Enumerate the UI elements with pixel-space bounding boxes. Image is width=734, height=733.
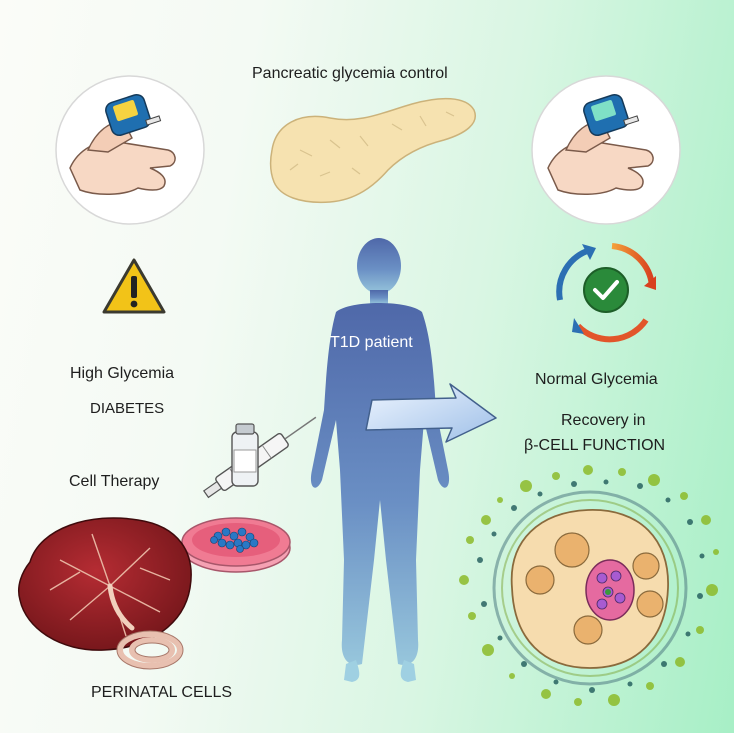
recovery-label-line2: β-CELL FUNCTION: [524, 437, 666, 454]
recovery-label-line1: Recovery in: [561, 412, 646, 429]
diabetes-label: DIABETES: [90, 400, 165, 417]
recovery-cycle-icon: [556, 243, 656, 343]
cell-therapy-label: Cell Therapy: [69, 473, 160, 490]
patient-label: T1D patient: [330, 334, 413, 351]
flow-arrow: [365, 383, 497, 443]
title-label: Pancreatic glycemia control: [252, 65, 448, 82]
glucometer-right-icon: [531, 75, 681, 225]
normal-glycemia-label: Normal Glycemia: [535, 371, 658, 388]
petri-dish-icon: [181, 517, 291, 573]
warning-icon: [102, 258, 166, 314]
perinatal-cells-label: PERINATAL CELLS: [91, 684, 233, 701]
patient-silhouette: [310, 238, 450, 682]
syringe-icon: [202, 416, 317, 499]
pancreas-icon: [269, 97, 476, 204]
placenta-icon: [18, 517, 192, 670]
glucometer-left-icon: [55, 75, 205, 225]
high-glycemia-label: High Glycemia: [70, 365, 175, 382]
pancreatic-islet-icon: [459, 465, 719, 706]
